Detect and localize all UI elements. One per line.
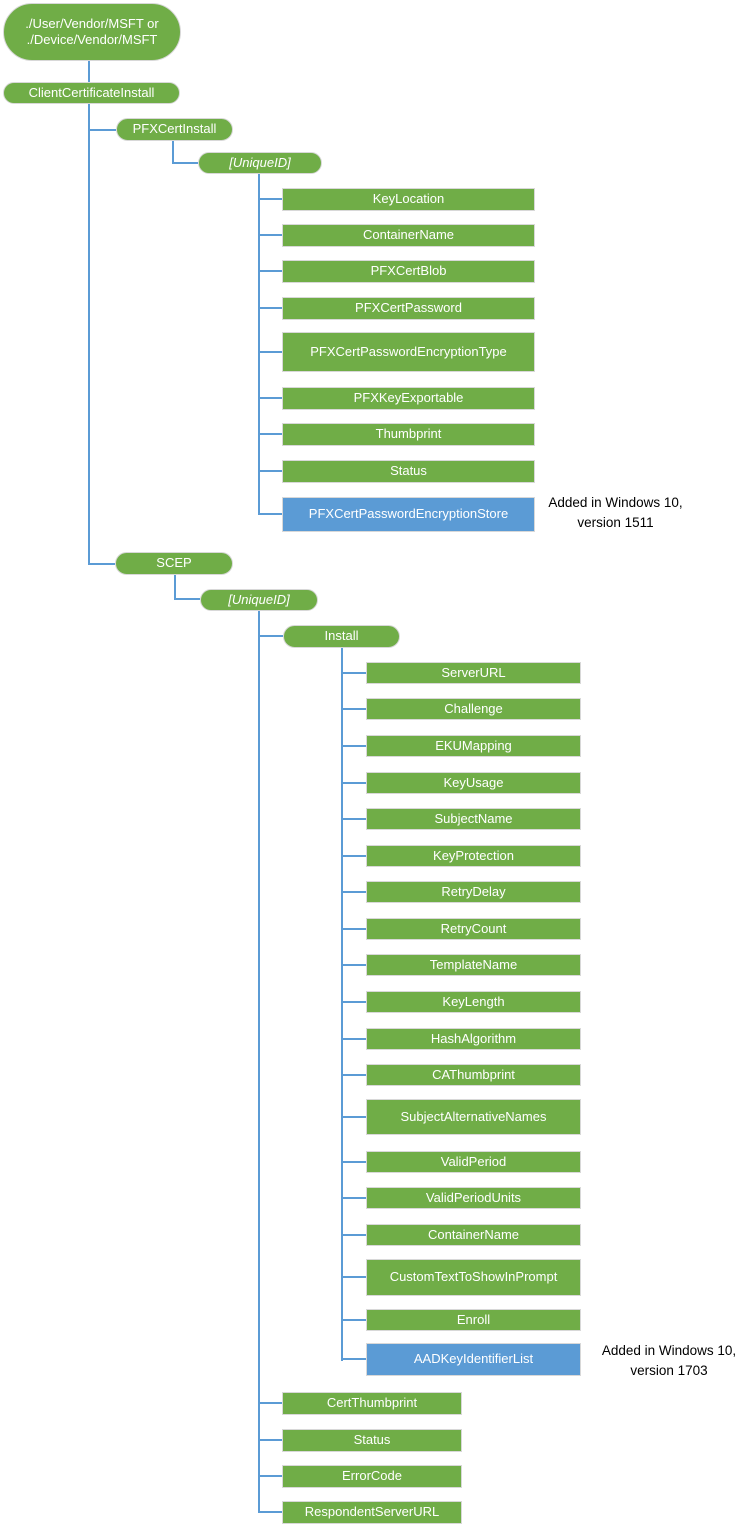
connector-line [258,307,282,309]
node-pfxcertinstall: PFXCertInstall [116,118,233,141]
connector-line [258,470,282,472]
connector-line [341,1074,366,1076]
connector-line [174,598,200,600]
connector-line [258,635,283,637]
node-templatename: TemplateName [366,954,581,976]
node-subjectalternativenames: SubjectAlternativeNames [366,1099,581,1135]
connector-line [172,162,198,164]
node-thumbprint: Thumbprint [282,423,535,446]
connector-line [88,61,90,83]
node-enroll: Enroll [366,1309,581,1331]
node-containername-scep: ContainerName [366,1224,581,1246]
node-challenge: Challenge [366,698,581,720]
connector-line [258,351,282,353]
node-pfxcertpasswordencryptionstore: PFXCertPasswordEncryptionStore [282,497,535,532]
connector-line [258,610,260,1513]
connector-line [258,397,282,399]
connector-line [88,563,115,565]
connector-line [258,234,282,236]
node-scep-uniqueid: [UniqueID] [200,589,318,611]
node-keylocation: KeyLocation [282,188,535,211]
connector-line [258,1402,282,1404]
connector-line [341,818,366,820]
connector-line [341,782,366,784]
node-status-scep: Status [282,1429,462,1452]
node-root-line2: ./Device/Vendor/MSFT [26,32,158,47]
annotation-1511-line2: version 1511 [577,515,654,530]
connector-line [341,1197,366,1199]
node-status: Status [282,460,535,483]
node-cathumbprint: CAThumbprint [366,1064,581,1086]
connector-line [258,198,282,200]
node-clientcertificateinstall: ClientCertificateInstall [3,82,180,104]
connector-line [341,928,366,930]
node-validperiod: ValidPeriod [366,1151,581,1173]
connector-line [258,1511,282,1513]
connector-line [341,647,343,1361]
connector-line [341,1234,366,1236]
node-keyusage: KeyUsage [366,772,581,794]
node-root: ./User/Vendor/MSFT or ./Device/Vendor/MS… [3,3,181,61]
node-customtexttoshowinprompt: CustomTextToShowInPrompt [366,1259,581,1296]
node-retrycount: RetryCount [366,918,581,940]
connector-line [258,1475,282,1477]
node-keylength: KeyLength [366,991,581,1013]
node-root-line1: ./User/Vendor/MSFT or [25,15,159,31]
node-retrydelay: RetryDelay [366,881,581,903]
connector-line [172,140,174,164]
connector-line [88,103,90,565]
node-containername: ContainerName [282,224,535,247]
node-serverurl: ServerURL [366,662,581,684]
connector-line [341,672,366,674]
connector-line [341,1116,366,1118]
connector-line [258,173,260,515]
connector-line [258,513,282,515]
connector-line [341,1038,366,1040]
connector-line [341,745,366,747]
node-pfxcertpasswordencryptiontype: PFXCertPasswordEncryptionType [282,332,535,372]
node-pfxcertpassword: PFXCertPassword [282,297,535,320]
connector-line [341,964,366,966]
connector-line [341,855,366,857]
node-respondentserverurl: RespondentServerURL [282,1501,462,1524]
annotation-version-1703: Added in Windows 10, version 1703 [588,1341,750,1381]
connector-line [258,1439,282,1441]
node-errorcode: ErrorCode [282,1465,462,1488]
connector-line [341,1319,366,1321]
annotation-1703-line1: Added in Windows 10, [601,1343,737,1358]
connector-line [341,891,366,893]
node-pfx-uniqueid: [UniqueID] [198,152,322,174]
annotation-1511-line1: Added in Windows 10, [548,495,683,510]
node-certthumbprint: CertThumbprint [282,1392,462,1415]
node-pfxkeyexportable: PFXKeyExportable [282,387,535,410]
node-aadkeyidentifierlist: AADKeyIdentifierList [366,1343,581,1376]
node-pfxcertblob: PFXCertBlob [282,260,535,283]
connector-line [341,1001,366,1003]
connector-line [341,1358,366,1360]
annotation-version-1511: Added in Windows 10, version 1511 [538,493,693,533]
connector-line [258,270,282,272]
node-subjectname: SubjectName [366,808,581,830]
node-scep: SCEP [115,552,233,575]
connector-line [258,433,282,435]
node-ekumapping: EKUMapping [366,735,581,757]
connector-line [341,1276,366,1278]
annotation-1703-line2: version 1703 [630,1363,708,1378]
connector-line [88,129,116,131]
node-install: Install [283,625,400,648]
connector-line [341,708,366,710]
connector-line [174,574,176,600]
connector-line [341,1161,366,1163]
node-validperiodunits: ValidPeriodUnits [366,1187,581,1209]
node-keyprotection: KeyProtection [366,845,581,867]
node-hashalgorithm: HashAlgorithm [366,1028,581,1050]
